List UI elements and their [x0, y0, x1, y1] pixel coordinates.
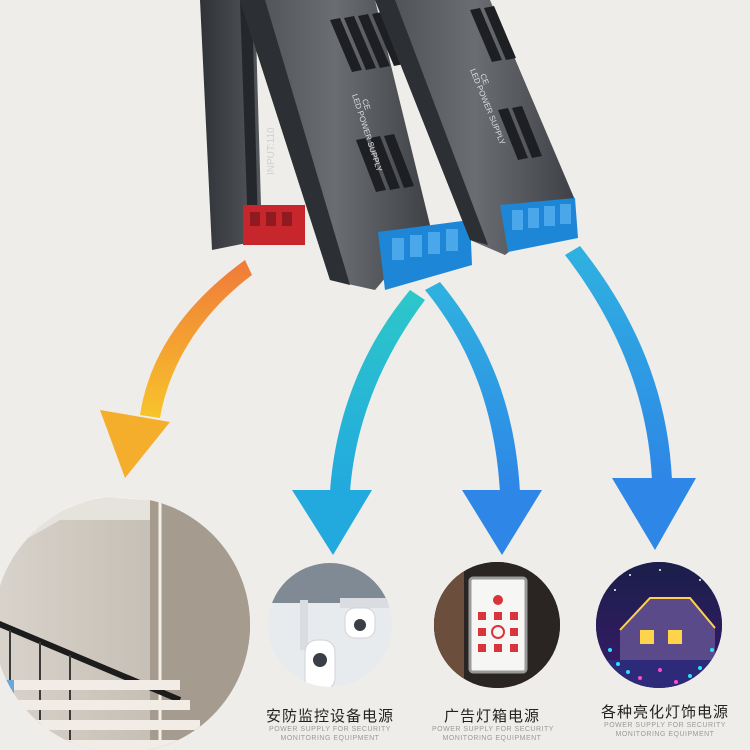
- caption-security: 安防监控设备电源 POWER SUPPLY FOR SECURITY MONIT…: [255, 707, 405, 743]
- power-supply-front-right: LED POWER SUPPLY CE: [375, 0, 578, 255]
- caption-security-subtitle-1: POWER SUPPLY FOR SECURITY: [269, 726, 391, 733]
- ce-mark-1: CE: [360, 98, 372, 111]
- decorative-lights-image: [596, 562, 722, 688]
- arrow-teal: [292, 290, 425, 555]
- ce-mark-2: CE: [478, 72, 491, 86]
- power-supply-back: INPUT:110: [200, 0, 305, 250]
- caption-lightbox-subtitle-1: POWER SUPPLY FOR SECURITY: [432, 726, 554, 733]
- caption-lightbox-subtitle-2: MONITORING EQUIPMENT: [442, 735, 542, 742]
- lightbox-sign-image: [434, 562, 560, 688]
- arrow-blue-middle: [425, 282, 542, 555]
- security-camera-image: [268, 563, 392, 687]
- caption-decorative-subtitle-1: POWER SUPPLY FOR SECURITY: [604, 722, 726, 729]
- staircase-lighting-image: [0, 497, 250, 750]
- caption-lightbox-title: 广告灯箱电源: [443, 707, 540, 725]
- caption-lightbox: 广告灯箱电源 POWER SUPPLY FOR SECURITY MONITOR…: [432, 707, 554, 743]
- arrow-orange: [100, 260, 252, 478]
- caption-security-subtitle-2: MONITORING EQUIPMENT: [280, 735, 380, 742]
- input-label: INPUT:110: [266, 127, 277, 175]
- arrow-blue-right: [565, 246, 696, 550]
- caption-decorative: 各种亮化灯饰电源 POWER SUPPLY FOR SECURITY MONIT…: [585, 703, 745, 739]
- caption-decorative-subtitle-2: MONITORING EQUIPMENT: [615, 731, 715, 738]
- caption-decorative-title: 各种亮化灯饰电源: [600, 703, 729, 721]
- caption-security-title: 安防监控设备电源: [265, 707, 394, 725]
